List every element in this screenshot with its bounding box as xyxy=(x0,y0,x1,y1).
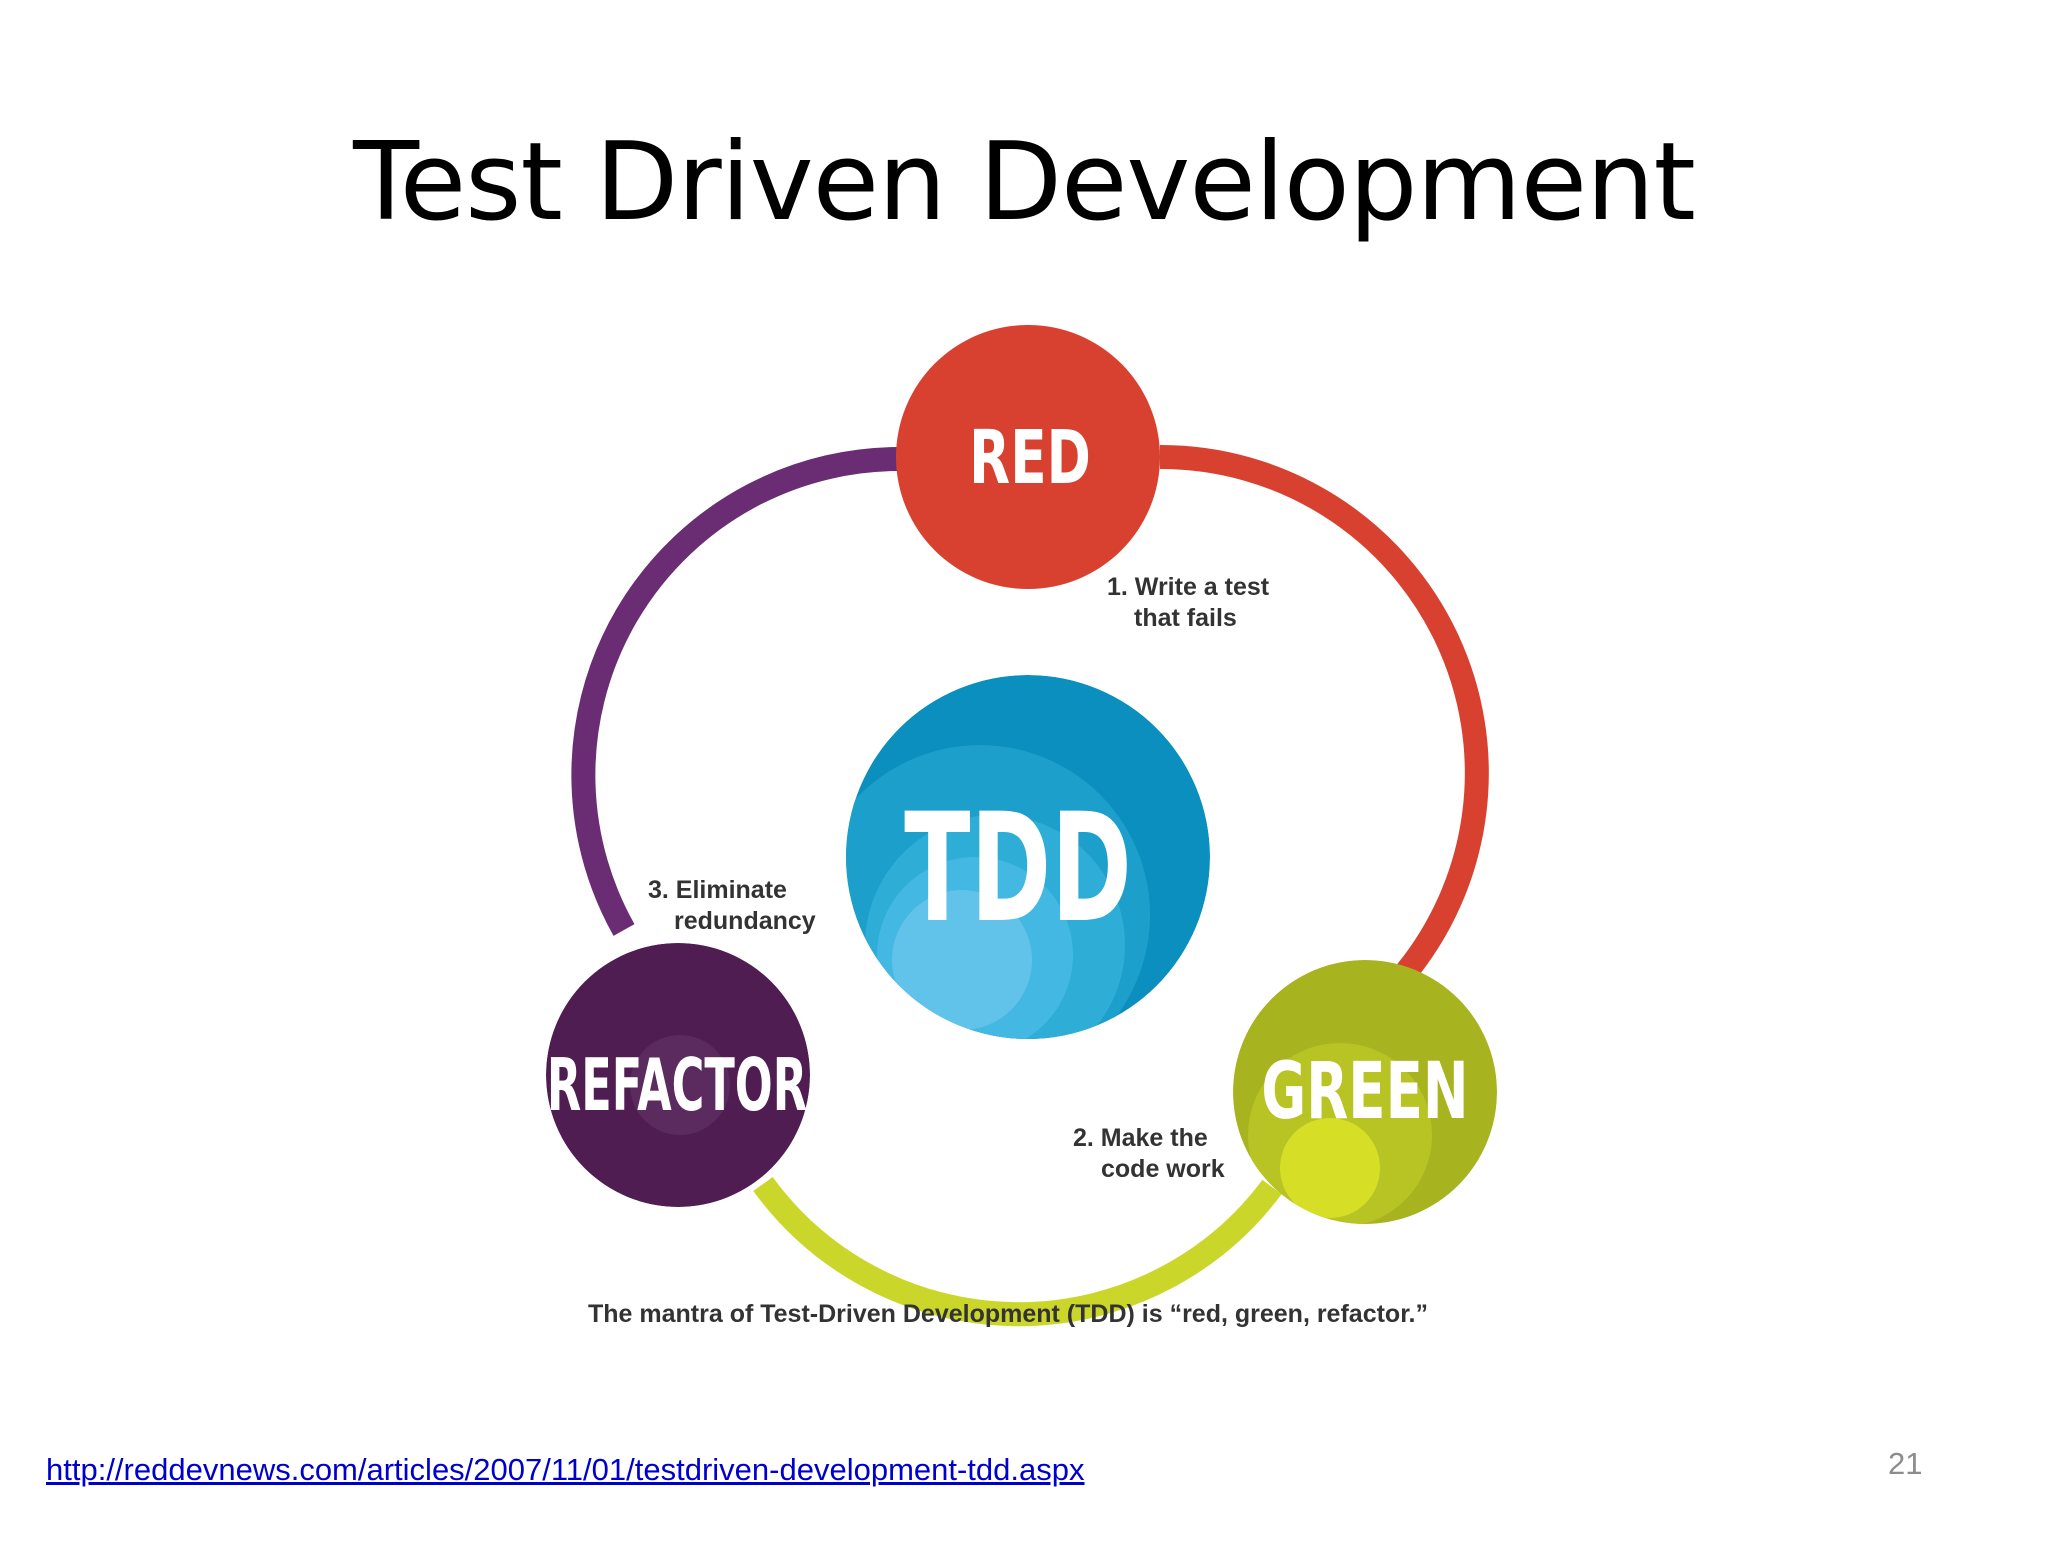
green-label: GREEN xyxy=(1261,1046,1468,1136)
tdd-center-label: TDD xyxy=(904,781,1132,955)
step3-line2: redundancy xyxy=(674,907,816,935)
diagram-caption: The mantra of Test-Driven Development (T… xyxy=(588,1300,1428,1328)
red-node: RED xyxy=(896,325,1160,589)
red-label: RED xyxy=(969,415,1091,501)
arc-green-to-refactor xyxy=(753,1176,1282,1327)
arc-refactor-to-red xyxy=(571,446,901,936)
green-node: GREEN xyxy=(1233,960,1497,1224)
step3-line1: 3. Eliminate xyxy=(648,876,787,904)
step1-annotation: 1. Write a test that fails xyxy=(1107,573,1270,632)
step3-annotation: 3. Eliminate redundancy xyxy=(648,876,816,935)
arc-red-to-green xyxy=(1159,444,1489,984)
refactor-node: REFACTOR xyxy=(546,943,810,1207)
step1-line2: that fails xyxy=(1134,604,1237,632)
slide-number: 21 xyxy=(1888,1446,1923,1481)
slide-title: Test Driven Development xyxy=(353,120,1696,245)
step2-line2: code work xyxy=(1101,1155,1225,1183)
step2-line1: 2. Make the xyxy=(1073,1124,1208,1152)
step2-annotation: 2. Make the code work xyxy=(1073,1124,1225,1183)
tdd-center-circle xyxy=(846,675,1210,1039)
refactor-label: REFACTOR xyxy=(547,1044,807,1128)
source-link[interactable]: http://reddevnews.com/articles/2007/11/0… xyxy=(46,1452,1085,1487)
step1-line1: 1. Write a test xyxy=(1107,573,1270,601)
